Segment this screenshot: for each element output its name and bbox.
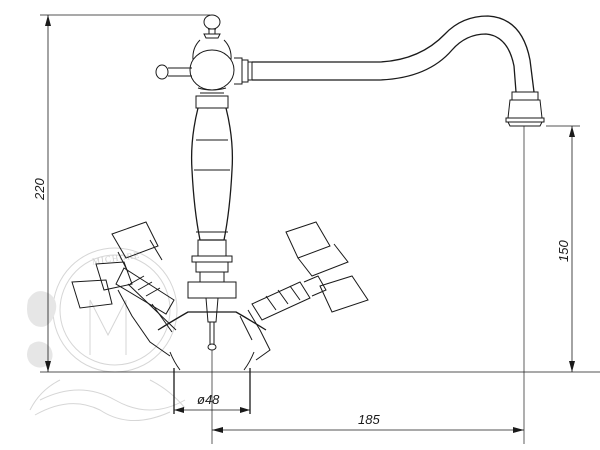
- dimension-base-diameter: ø48: [174, 392, 250, 413]
- column-side-handle: [155, 64, 192, 80]
- left-cross-handle: [71, 221, 177, 357]
- faucet-body: [71, 14, 545, 414]
- dimension-label-220: 220: [32, 178, 47, 201]
- dimension-spout-reach: 185: [211, 126, 525, 444]
- spout: [234, 15, 545, 127]
- dimension-overall-height: 220: [32, 14, 600, 373]
- dimension-label-d48: ø48: [197, 392, 220, 407]
- top-finial: [203, 14, 221, 39]
- column-body: [187, 95, 237, 299]
- watermark-logo: MICHORE: [27, 247, 186, 421]
- column-ball: [189, 39, 235, 97]
- dimension-label-185: 185: [358, 412, 380, 427]
- right-cross-handle: [239, 221, 369, 361]
- dimension-label-150: 150: [556, 240, 571, 262]
- center-lever: [205, 297, 219, 351]
- dimension-spout-height: 150: [546, 125, 580, 372]
